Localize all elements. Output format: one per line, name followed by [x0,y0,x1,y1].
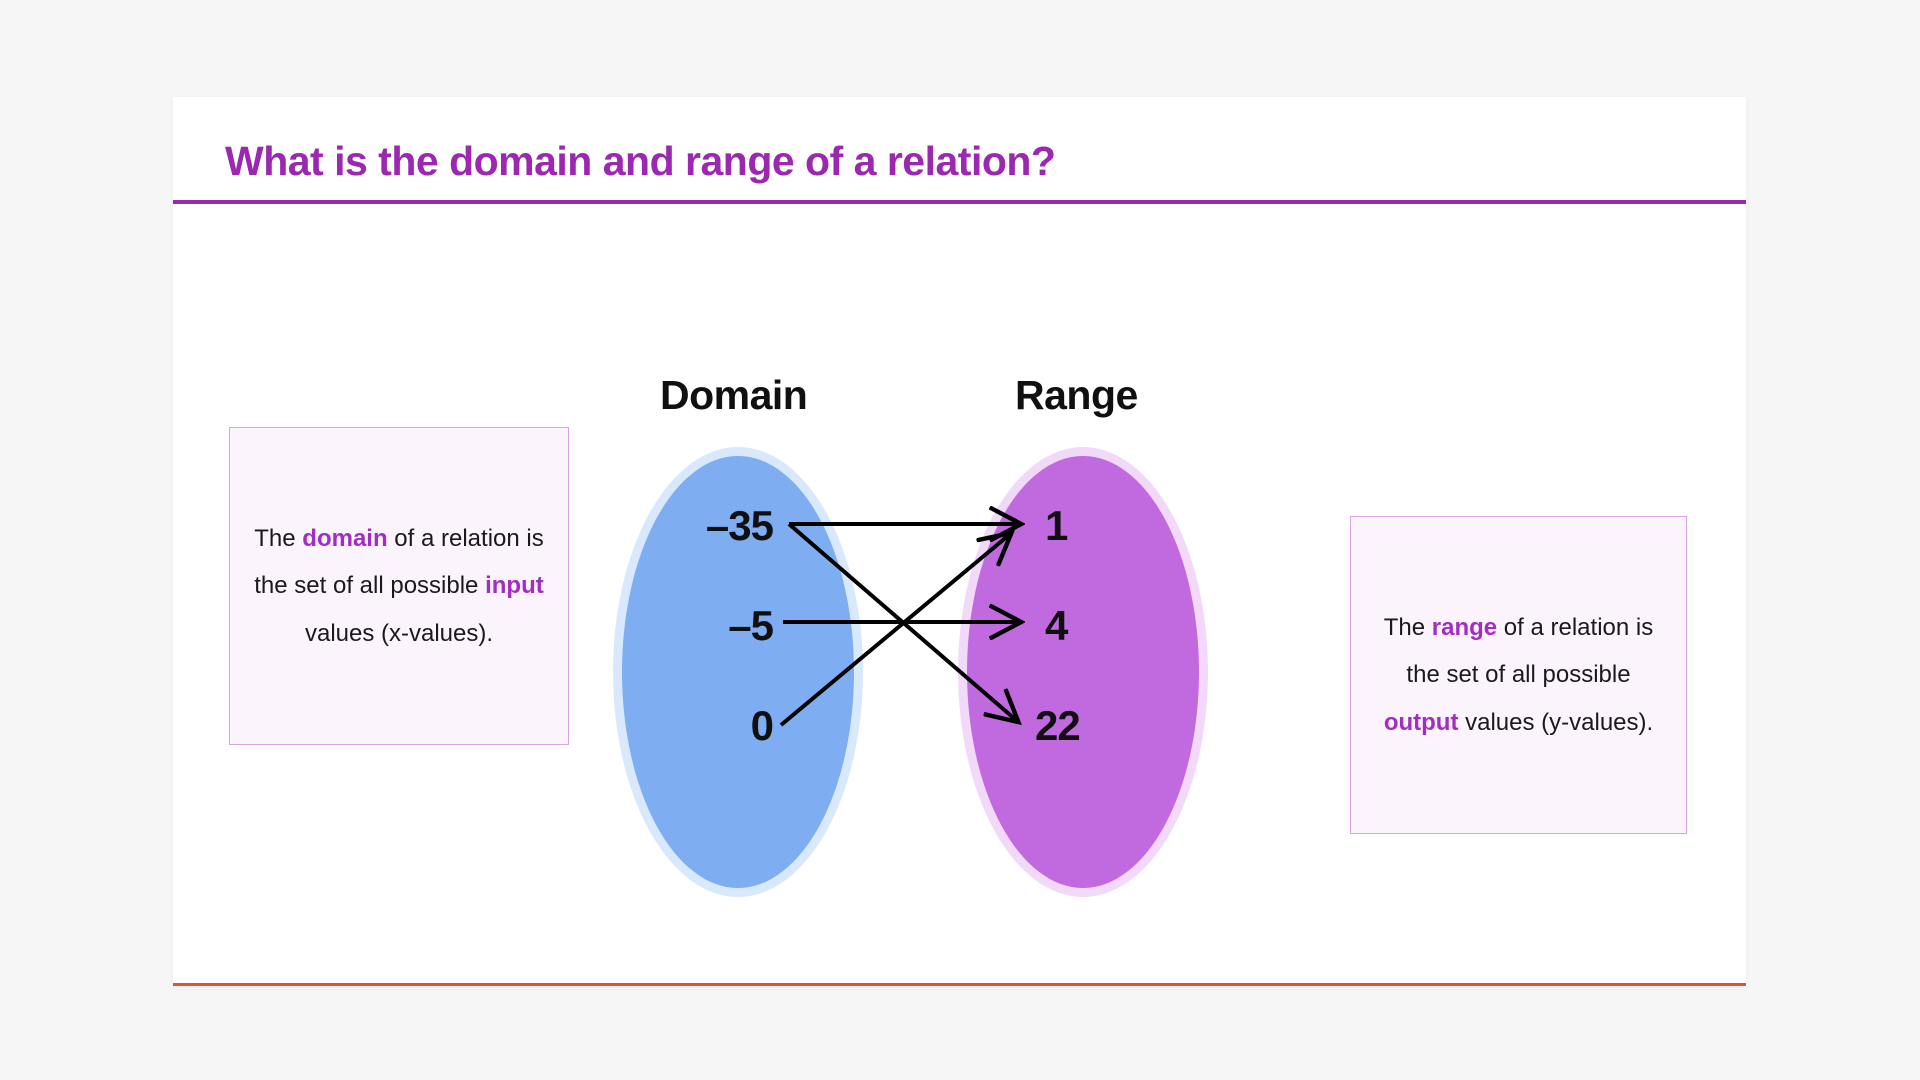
callout-domain: The domain of a relation is the set of a… [229,427,569,745]
domain-set-label: Domain [660,372,808,418]
callout-domain-text: The domain of a relation is the set of a… [246,515,552,658]
callout-range-seg-4: values (y-values). [1458,708,1654,736]
domain-value-3: 0 [750,702,774,749]
range-value-3: 22 [1035,702,1081,749]
callout-range: The range of a relation is the set of al… [1350,516,1687,834]
mapping-arrows [779,217,1746,727]
range-value-1: 1 [1045,502,1068,549]
title-divider [173,200,1746,204]
callout-range-seg-0: The [1383,613,1432,641]
mapping-diagram: Domain Range –35 –5 0 1 4 22 [173,217,1746,897]
range-set-label: Range [1015,372,1138,418]
callout-range-highlight-range: range [1431,613,1498,641]
callout-domain-seg-4: values (x-values). [304,619,494,647]
callout-domain-highlight-domain: domain [302,524,388,552]
page-title: What is the domain and range of a relati… [225,138,1056,184]
callout-range-text: The range of a relation is the set of al… [1367,604,1670,747]
lesson-card: What is the domain and range of a relati… [173,97,1746,986]
callout-range-seg-2: of a relation is the set of all possible [1406,613,1654,689]
domain-value-2: –5 [728,602,774,649]
arrow-0-to-1 [779,535,1009,727]
range-value-2: 4 [1045,602,1068,649]
callout-domain-highlight-input: input [485,572,544,600]
domain-ellipse [622,456,854,888]
callout-domain-seg-2: of a relation is the set of all possible [254,524,544,600]
callout-range-highlight-output: output [1383,708,1459,736]
callout-domain-seg-0: The [254,524,303,552]
domain-value-1: –35 [705,502,774,549]
